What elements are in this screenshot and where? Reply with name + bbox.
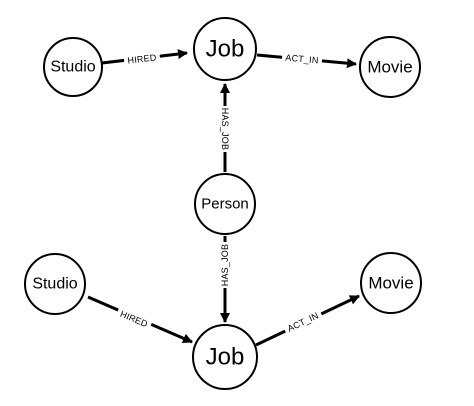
edge-job-top-act-in-movie-top: ACT_IN (256, 51, 357, 69)
node-job-bottom: Job (192, 324, 258, 390)
node-movie-bottom: Movie (360, 252, 422, 314)
node-person: Person (194, 173, 256, 235)
edge-person-has-job-job-top: HAS_JOB (219, 83, 231, 172)
node-label: Job (206, 36, 245, 63)
edge-person-has-job-job-bottom: HAS_JOB (219, 236, 231, 323)
node-label: Movie (367, 58, 412, 77)
edge-label-has-job: HAS_JOB (220, 244, 230, 286)
edge-label-act-in: ACT_IN (285, 53, 319, 66)
node-movie-top: Movie (359, 36, 421, 98)
edge-label-has-job: HAS_JOB (220, 108, 230, 150)
node-label: Studio (32, 276, 77, 293)
edge-studio-top-hired-job-top: HIRED (101, 49, 188, 68)
node-label: Movie (368, 274, 413, 293)
node-label: Job (206, 344, 245, 371)
node-label: Person (201, 196, 249, 213)
edge-label-hired: HIRED (119, 309, 150, 330)
node-studio-bottom: Studio (24, 253, 86, 315)
node-label: Studio (50, 59, 95, 76)
node-studio-top: Studio (43, 37, 103, 97)
edge-job-bottom-act-in-movie-bottom: ACT_IN (255, 294, 360, 347)
edge-studio-bottom-hired-job-bottom: HIRED (87, 295, 193, 344)
edge-label-hired: HIRED (127, 52, 157, 65)
node-job-top: Job (193, 17, 257, 81)
